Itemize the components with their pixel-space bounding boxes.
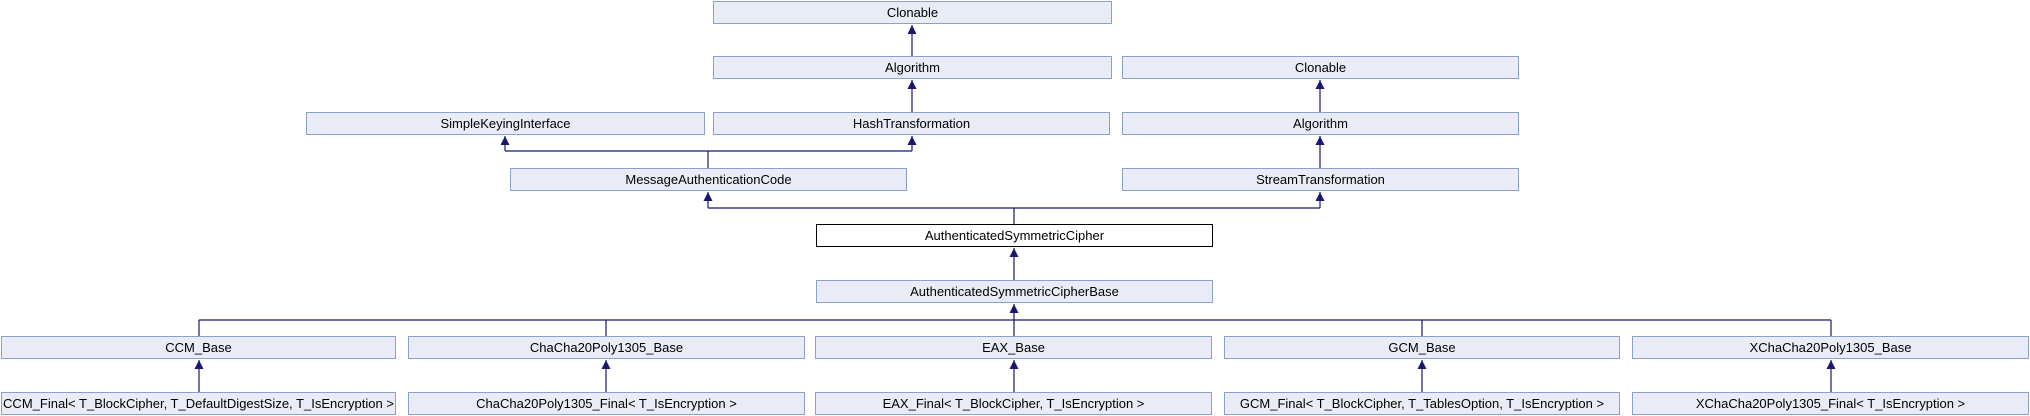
node-ccm-final[interactable]: CCM_Final< T_BlockCipher, T_DefaultDiges…	[1, 392, 396, 415]
edge-arrowhead-xchachafinal-to-xchachabase	[1826, 360, 1836, 369]
edge-arrowhead-five-bases-to-ascbase	[1009, 304, 1019, 313]
node-ccm-base[interactable]: CCM_Base	[1, 336, 396, 359]
edge-arrowhead-asc-to-mac-and-streamtransformation	[1315, 192, 1325, 201]
edge-arrowhead-chachafinal-to-chachabase	[601, 360, 611, 369]
node-simple-keying-interface[interactable]: SimpleKeyingInterface	[306, 112, 705, 135]
node-message-authentication-code[interactable]: MessageAuthenticationCode	[510, 168, 907, 191]
edge-arrowhead-algorithm2-to-clonable2	[1315, 80, 1325, 89]
node-chacha20poly1305-base[interactable]: ChaCha20Poly1305_Base	[408, 336, 805, 359]
edge-arrowhead-mac-to-ski-and-hashtransformation	[907, 136, 917, 145]
node-chacha20poly1305-final[interactable]: ChaCha20Poly1305_Final< T_IsEncryption >	[408, 392, 805, 415]
node-authenticated-symmetric-cipher: AuthenticatedSymmetricCipher	[816, 224, 1213, 247]
edge-arrowhead-asc-to-mac-and-streamtransformation	[703, 192, 713, 201]
edge-arrowhead-ascbase-to-asc	[1009, 248, 1019, 257]
node-algorithm-2[interactable]: Algorithm	[1122, 112, 1519, 135]
node-hash-transformation[interactable]: HashTransformation	[713, 112, 1110, 135]
edge-arrowhead-mac-to-ski-and-hashtransformation	[500, 136, 510, 145]
edge-arrowhead-algorithm1-to-clonable1	[907, 25, 917, 34]
edge-arrowhead-streamtransformation-to-algorithm2	[1315, 136, 1325, 145]
edge-arrowhead-ccmfinal-to-ccmbase	[194, 360, 204, 369]
node-algorithm-1[interactable]: Algorithm	[713, 56, 1112, 79]
edge-arrowhead-gcmfinal-to-gcmbase	[1417, 360, 1427, 369]
node-clonable-1[interactable]: Clonable	[713, 1, 1112, 24]
node-eax-base[interactable]: EAX_Base	[815, 336, 1212, 359]
node-xchacha20poly1305-final[interactable]: XChaCha20Poly1305_Final< T_IsEncryption …	[1632, 392, 2029, 415]
edge-arrowhead-eaxfinal-to-eaxbase	[1009, 360, 1019, 369]
node-eax-final[interactable]: EAX_Final< T_BlockCipher, T_IsEncryption…	[815, 392, 1212, 415]
edge-arrowhead-hashtransformation-to-algorithm1	[907, 80, 917, 89]
node-clonable-2[interactable]: Clonable	[1122, 56, 1519, 79]
node-authenticated-symmetric-cipher-base[interactable]: AuthenticatedSymmetricCipherBase	[816, 280, 1213, 303]
node-xchacha20poly1305-base[interactable]: XChaCha20Poly1305_Base	[1632, 336, 2029, 359]
node-stream-transformation[interactable]: StreamTransformation	[1122, 168, 1519, 191]
node-gcm-final[interactable]: GCM_Final< T_BlockCipher, T_TablesOption…	[1224, 392, 1620, 415]
node-gcm-base[interactable]: GCM_Base	[1224, 336, 1620, 359]
